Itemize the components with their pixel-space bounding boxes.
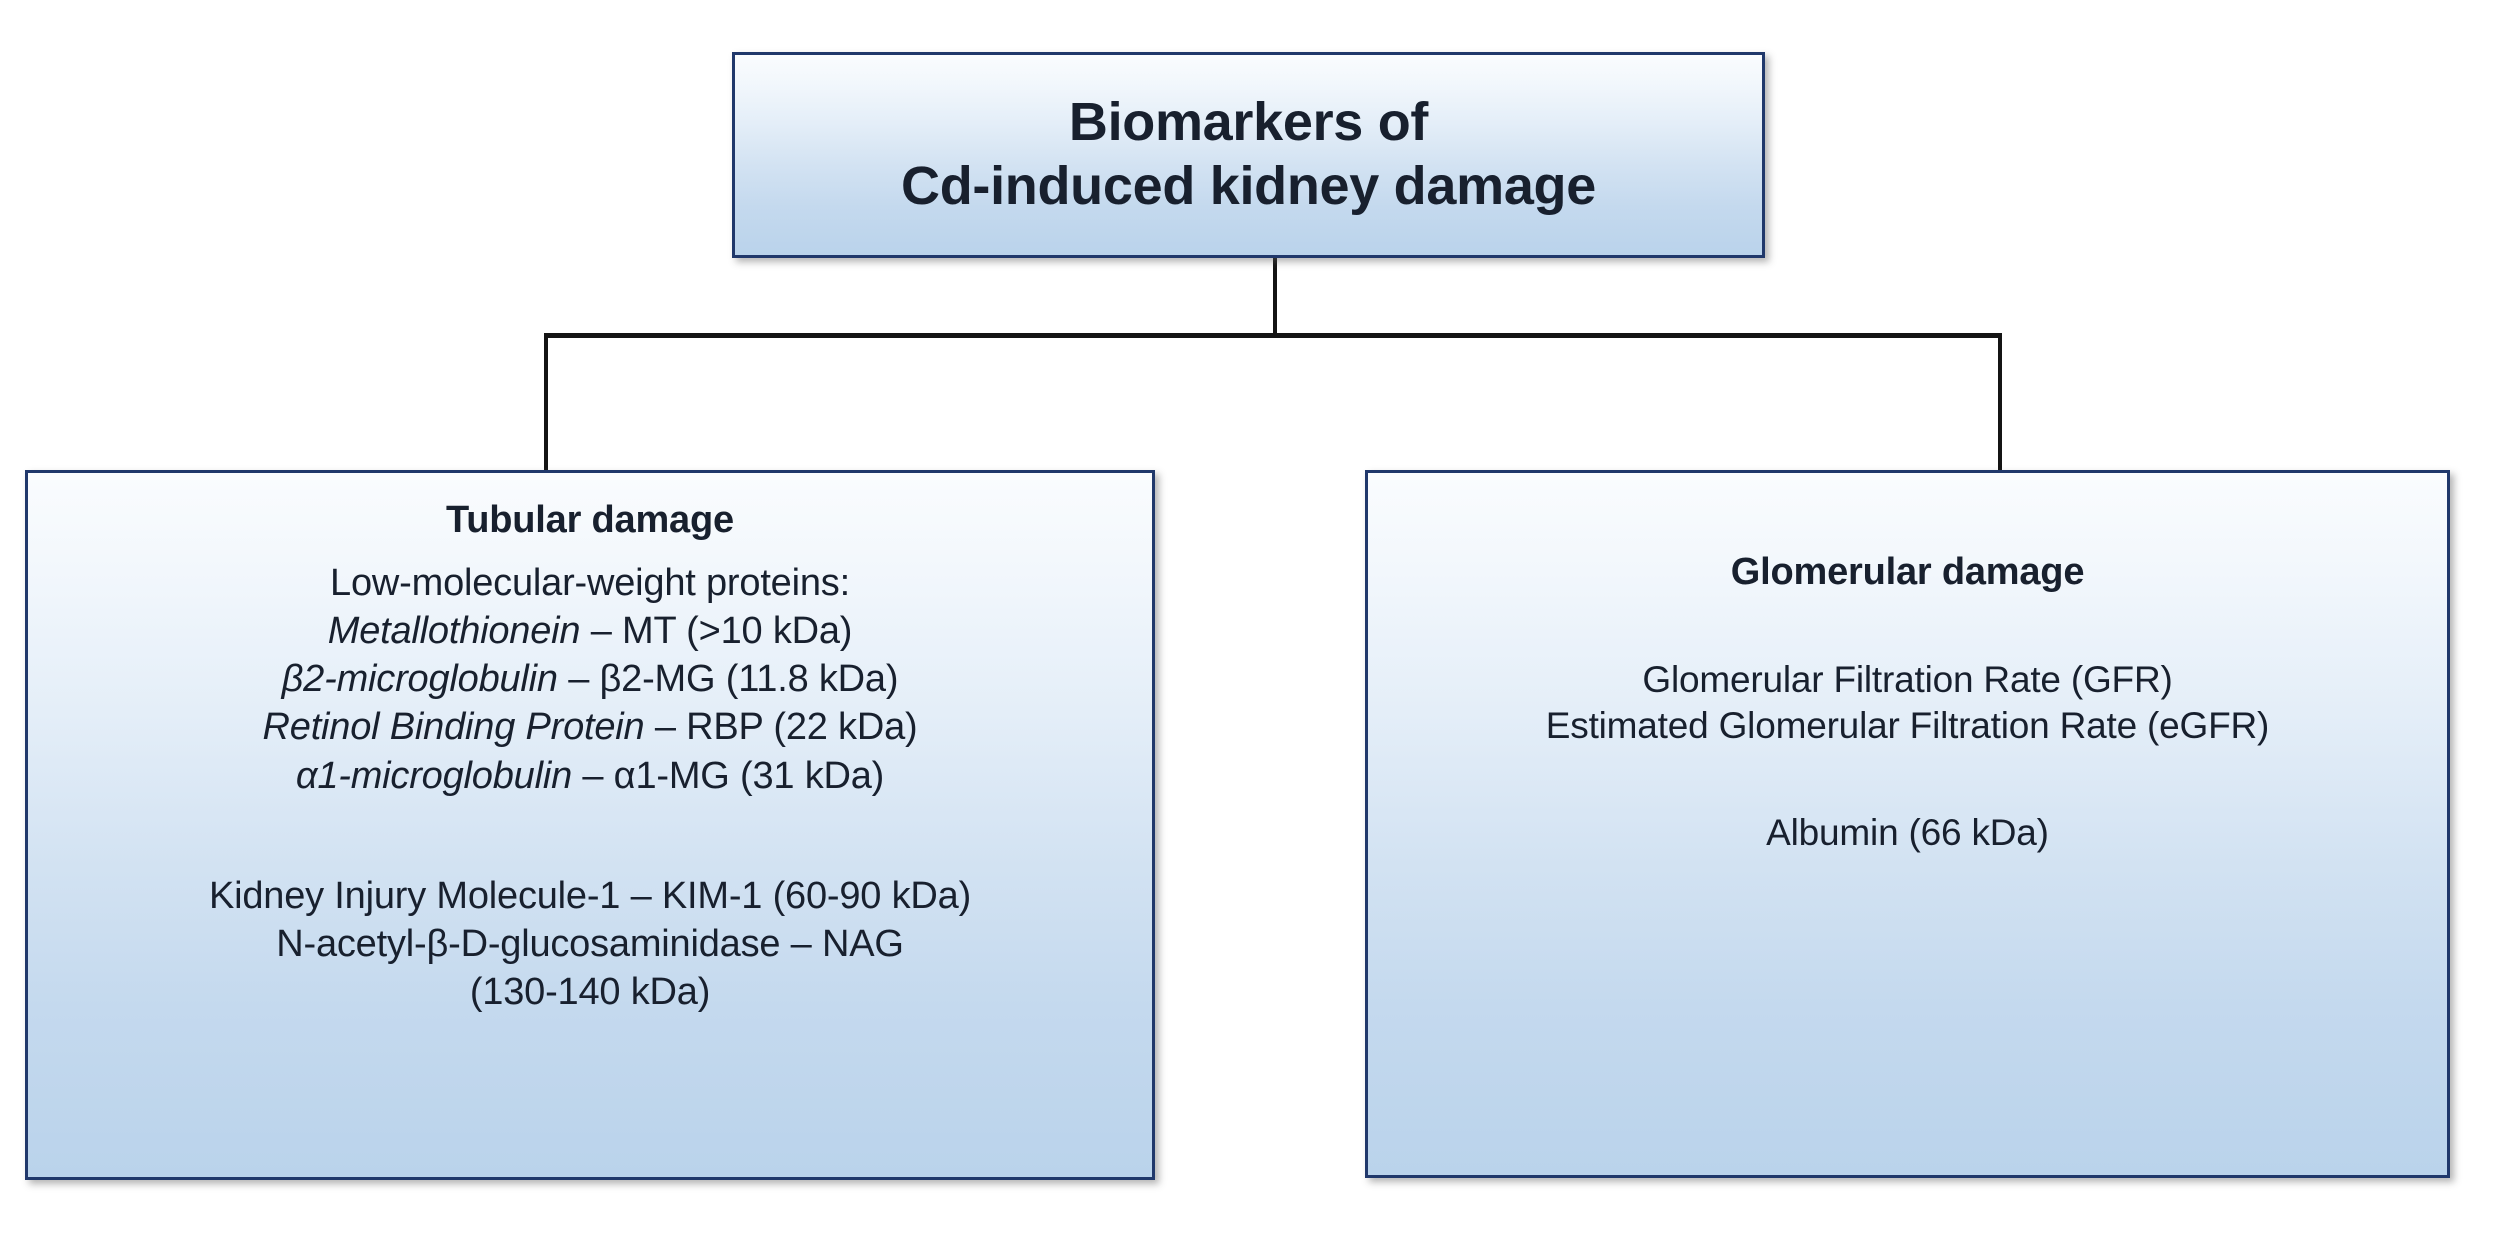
tubular-lmw-dash-3: –	[654, 706, 676, 749]
tubular-lmw-mass-1: (>10 kDa)	[686, 609, 853, 652]
tubular-lmw-sep-1	[580, 610, 590, 652]
node-root-biomarkers: Biomarkers of Cd-induced kidney damage	[732, 52, 1765, 258]
glomerular-spacer-after-heading	[1368, 597, 2447, 657]
connector-horizontal-bar	[546, 333, 2002, 338]
tubular-spacer-after-heading	[28, 545, 1152, 559]
tubular-marker-nag-line-1: N-acetyl-β-D-glucosaminidase – NAG	[276, 923, 904, 965]
tubular-lmw-name-2: β2-microglobulin	[281, 658, 558, 700]
glomerular-spacer-before-albumin	[1368, 750, 2447, 810]
tubular-lmw-dash-2: –	[568, 658, 590, 700]
tubular-spacer-mid	[28, 800, 1152, 872]
connector-root-stem	[1273, 255, 1277, 337]
tubular-group-label: Low-molecular-weight proteins:	[330, 561, 850, 604]
tubular-marker-kim1: Kidney Injury Molecule-1 – KIM-1 (60-90 …	[208, 874, 972, 917]
tubular-lmw-row-2: β2-microglobulin – β2-MG (11.8 kDa)	[28, 655, 1152, 703]
tubular-lmw-row-1: Metallothionein – MT (>10 kDa)	[28, 607, 1152, 655]
tubular-lmw-row-3: Retinol Binding Protein – RBP (22 kDa)	[28, 703, 1152, 751]
node-glomerular-damage: Glomerular damage Glomerular Filtration …	[1365, 470, 2450, 1178]
tubular-heading: Tubular damage	[446, 499, 734, 541]
tubular-lmw-abbrev-3: RBP	[686, 706, 763, 749]
tubular-lmw-abbrev-1: MT	[622, 609, 676, 652]
root-title-line-2: Cd-induced kidney damage	[901, 156, 1596, 216]
glomerular-spacer-top	[1368, 497, 2447, 549]
node-tubular-damage: Tubular damage Low-molecular-weight prot…	[25, 470, 1155, 1180]
connector-drop-to-tubular	[544, 333, 548, 471]
glomerular-marker-gfr: Glomerular Filtration Rate (GFR)	[1642, 658, 2173, 700]
tubular-lmw-mass-3: (22 kDa)	[773, 706, 918, 749]
tubular-lmw-name-3: Retinol Binding Protein	[262, 706, 645, 749]
tubular-lmw-mass-4: (31 kDa)	[740, 754, 885, 797]
tubular-lmw-abbrev-4: α1-MG	[613, 754, 730, 797]
tubular-lmw-dash-4: –	[582, 754, 604, 797]
tubular-lmw-name-4: α1-microglobulin	[295, 754, 573, 797]
glomerular-heading: Glomerular damage	[1730, 551, 2085, 593]
tubular-marker-nag-line-2: (130-140 kDa)	[469, 971, 711, 1014]
root-title-line-1: Biomarkers of	[1068, 92, 1429, 153]
glomerular-marker-albumin: Albumin (66 kDa)	[1766, 812, 2049, 854]
connector-drop-to-glomerular	[1998, 333, 2002, 471]
tubular-lmw-abbrev-2: β2-MG	[599, 658, 716, 700]
tubular-lmw-name-1: Metallothionein	[327, 609, 581, 652]
tubular-lmw-row-4: α1-microglobulin – α1-MG (31 kDa)	[28, 752, 1152, 800]
glomerular-marker-egfr: Estimated Glomerular Filtration Rate (eG…	[1545, 705, 2270, 747]
tubular-lmw-mass-2: (11.8 kDa)	[725, 658, 899, 700]
tubular-lmw-dash-1: –	[590, 609, 612, 652]
